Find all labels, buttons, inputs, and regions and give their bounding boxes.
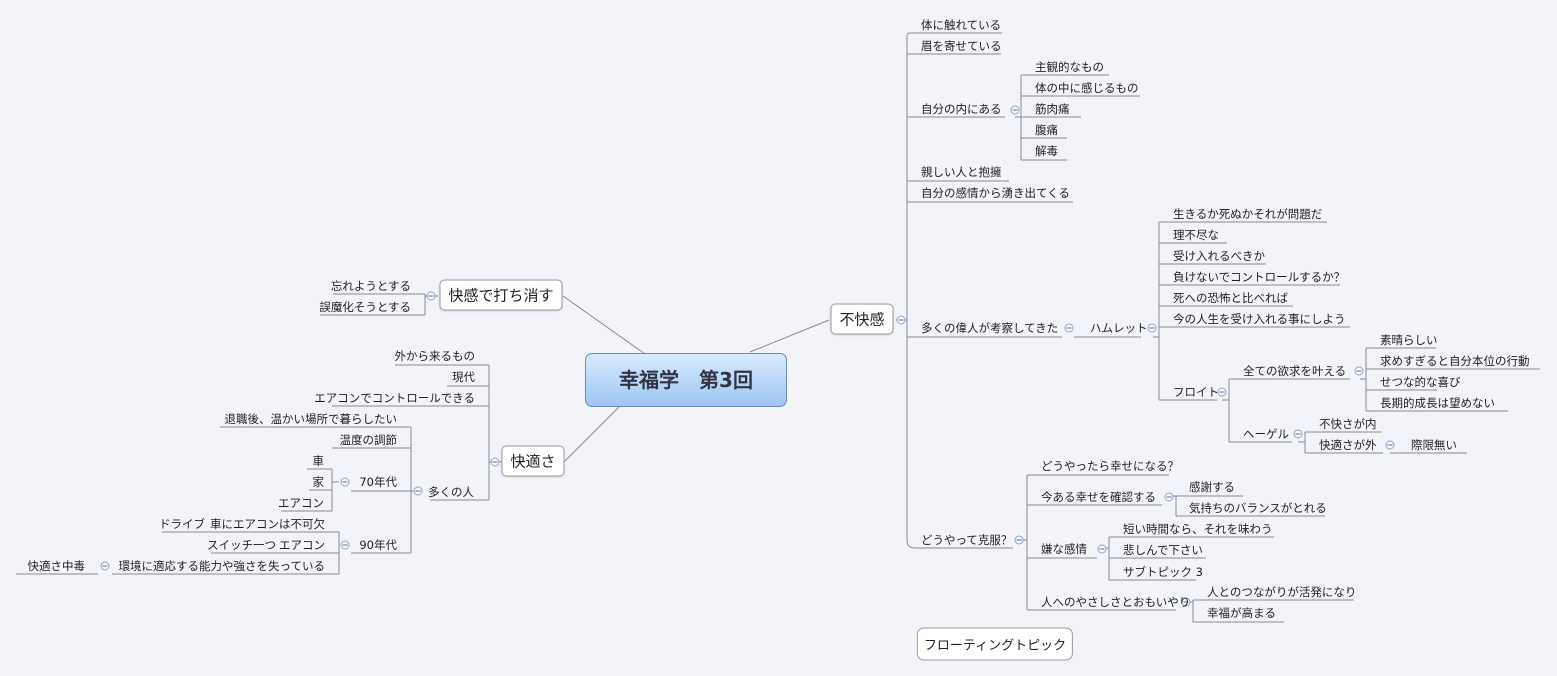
subtopic[interactable]: 気持ちのバランスがとれる bbox=[1189, 501, 1327, 515]
collapse-button[interactable] bbox=[1147, 323, 1157, 333]
subtopic[interactable]: 理不尽な bbox=[1173, 228, 1219, 242]
subtopic[interactable]: 感謝する bbox=[1189, 480, 1235, 494]
floating-topic[interactable]: フローティングトピック bbox=[916, 627, 1074, 661]
subtopic[interactable]: 今の人生を受け入れる事にしよう bbox=[1173, 312, 1346, 326]
subtopic[interactable]: 全ての欲求を叶える bbox=[1243, 364, 1347, 378]
subtopic[interactable]: 幸福が高まる bbox=[1207, 606, 1276, 620]
subtopic[interactable]: 人とのつながりが活発になり bbox=[1207, 585, 1357, 599]
subtopic[interactable]: 主観的なもの bbox=[1035, 60, 1104, 74]
subtopic[interactable]: 多くの偉人が考察してきた bbox=[921, 321, 1059, 335]
subtopic[interactable]: 親しい人と抱擁 bbox=[921, 165, 1002, 179]
subtopic[interactable]: ハムレット bbox=[1090, 321, 1148, 335]
subtopic[interactable]: 自分の感情から湧き出てくる bbox=[921, 186, 1070, 200]
subtopic[interactable]: 素晴らしい bbox=[1380, 333, 1438, 347]
collapse-button[interactable] bbox=[1064, 323, 1074, 333]
collapse-button[interactable] bbox=[490, 457, 500, 467]
collapse-button[interactable] bbox=[1164, 492, 1174, 502]
subtopic[interactable]: 環境に適応する能力や強さを失っている bbox=[118, 559, 325, 573]
subtopic[interactable]: 温度の調節 bbox=[339, 433, 398, 447]
subtopic[interactable]: 車 bbox=[312, 454, 325, 468]
subtopic[interactable]: 忘れようとする bbox=[330, 279, 411, 293]
subtopic[interactable]: 筋肉痛 bbox=[1035, 102, 1070, 116]
subtopic[interactable]: 快適さ中毒 bbox=[27, 559, 86, 573]
subtopic[interactable]: 負けないでコントロールするか？ bbox=[1173, 270, 1346, 284]
subtopic[interactable]: 嫌な感情 bbox=[1041, 542, 1087, 556]
subtopic[interactable]: どうやったら幸せになる？ bbox=[1041, 459, 1179, 473]
subtopic[interactable]: 求めすぎると自分本位の行動 bbox=[1380, 354, 1530, 368]
subtopic[interactable]: 悲しんで下さい bbox=[1123, 543, 1203, 557]
subtopic[interactable]: エアコンでコントロールできる bbox=[314, 391, 475, 405]
subtopic[interactable]: スイッチ一つ bbox=[207, 538, 276, 552]
topic-discomfort[interactable]: 不快感 bbox=[830, 303, 894, 335]
subtopic[interactable]: 眉を寄せている bbox=[921, 39, 1002, 53]
subtopic[interactable]: 受け入れるべきか bbox=[1173, 249, 1265, 263]
collapse-button[interactable] bbox=[413, 486, 423, 496]
subtopic[interactable]: ドライブ bbox=[159, 517, 205, 531]
subtopic[interactable]: 不快さが内 bbox=[1319, 417, 1377, 431]
subtopic[interactable]: サブトピック 3 bbox=[1123, 565, 1203, 579]
collapse-button[interactable] bbox=[1385, 440, 1395, 450]
collapse-button[interactable] bbox=[1181, 597, 1191, 607]
subtopic[interactable]: どうやって克服？ bbox=[921, 533, 1013, 547]
subtopic[interactable]: 多くの人 bbox=[428, 485, 474, 499]
subtopic[interactable]: 短い時間なら、それを味わう bbox=[1123, 522, 1273, 536]
subtopic[interactable]: 腹痛 bbox=[1035, 123, 1058, 137]
subtopic[interactable]: エアコン bbox=[279, 538, 325, 552]
subtopic[interactable]: 体の中に感じるもの bbox=[1035, 81, 1139, 95]
collapse-button[interactable] bbox=[1010, 105, 1020, 115]
collapse-button[interactable] bbox=[1097, 544, 1107, 554]
collapse-button[interactable] bbox=[340, 540, 350, 550]
subtopic[interactable]: せつな的な喜び bbox=[1380, 375, 1461, 389]
subtopic[interactable]: 誤魔化そうとする bbox=[319, 300, 411, 314]
subtopic[interactable]: 自分の内にある bbox=[921, 102, 1002, 116]
subtopic[interactable]: 体に触れている bbox=[921, 18, 1002, 32]
subtopic[interactable]: 解毒 bbox=[1035, 144, 1058, 158]
subtopic[interactable]: 家 bbox=[312, 475, 325, 489]
collapse-button[interactable] bbox=[896, 315, 906, 325]
subtopic[interactable]: 今ある幸せを確認する bbox=[1041, 490, 1156, 504]
subtopic[interactable]: エアコン bbox=[278, 496, 324, 510]
subtopic[interactable]: 外から来るもの bbox=[394, 349, 476, 363]
topic-pleasure-cancel[interactable]: 快感で打ち消す bbox=[439, 279, 563, 311]
collapse-button[interactable] bbox=[1354, 366, 1364, 376]
subtopic[interactable]: 死への恐怖と比べれば bbox=[1173, 291, 1288, 305]
collapse-button[interactable] bbox=[426, 291, 436, 301]
collapse-button[interactable] bbox=[100, 561, 110, 571]
topic-comfort[interactable]: 快適さ bbox=[501, 445, 565, 477]
subtopic[interactable]: 現代 bbox=[452, 370, 475, 384]
subtopic[interactable]: 車にエアコンは不可欠 bbox=[210, 517, 325, 531]
subtopic[interactable]: 70年代 bbox=[359, 475, 397, 489]
subtopic[interactable]: 人へのやさしさとおもいやり bbox=[1041, 595, 1191, 609]
collapse-button[interactable] bbox=[1293, 429, 1303, 439]
collapse-button[interactable] bbox=[1014, 535, 1024, 545]
subtopic[interactable]: ヘーゲル bbox=[1243, 427, 1289, 441]
subtopic[interactable]: 長期的成長は望めない bbox=[1380, 396, 1495, 410]
subtopic[interactable]: 退職後、温かい場所で暮らしたい bbox=[224, 412, 398, 426]
subtopic[interactable]: 快適さが外 bbox=[1319, 438, 1377, 452]
subtopic[interactable]: 90年代 bbox=[359, 538, 397, 552]
subtopic[interactable]: 際限無い bbox=[1411, 438, 1457, 452]
subtopic[interactable]: 生きるか死ぬかそれが問題だ bbox=[1173, 207, 1323, 221]
collapse-button[interactable] bbox=[340, 477, 350, 487]
subtopic[interactable]: フロイト bbox=[1173, 385, 1219, 399]
collapse-button[interactable] bbox=[1217, 387, 1227, 397]
central-topic[interactable]: 幸福学 第3回 bbox=[585, 353, 787, 407]
